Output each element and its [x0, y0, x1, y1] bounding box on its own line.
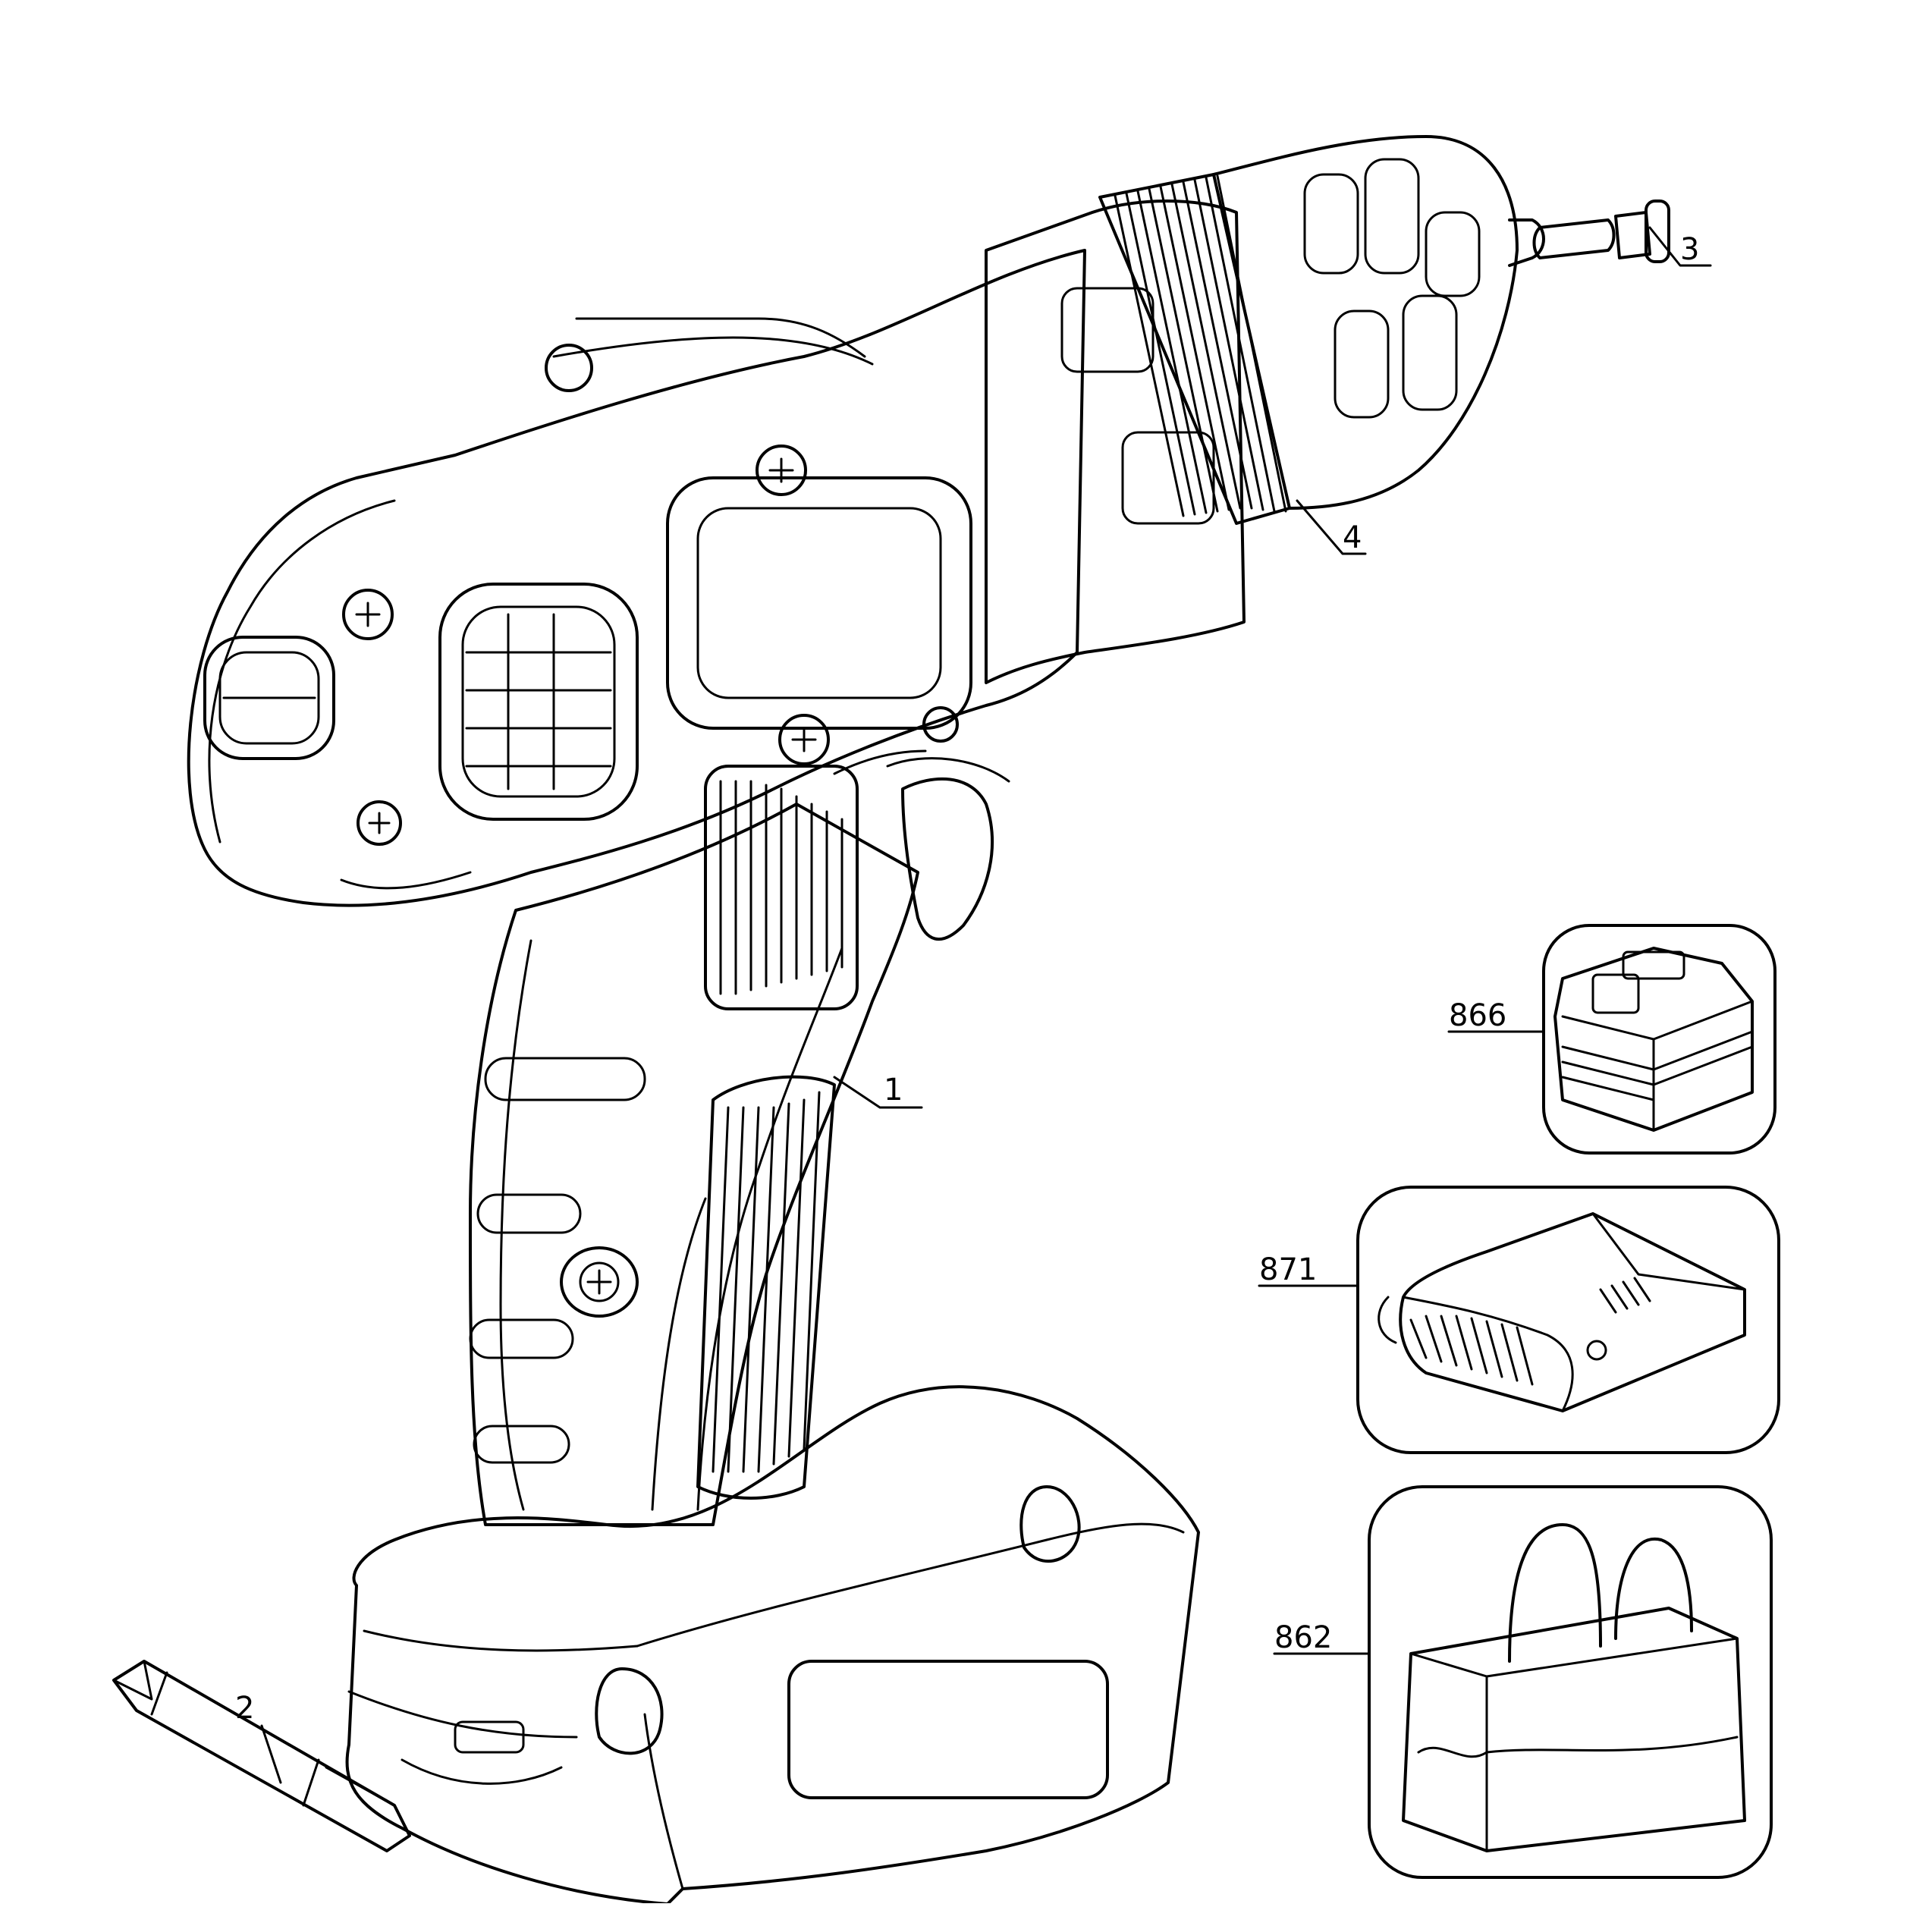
foot-label [787, 1660, 1109, 1799]
callout-label-chuck: 4 [1343, 520, 1362, 555]
gear-housing [985, 199, 1246, 684]
callout-label-battery: 866 [1449, 998, 1506, 1033]
handle [469, 803, 919, 1526]
screw-icon [357, 800, 402, 846]
chuck [1098, 135, 1545, 525]
drill-body [187, 199, 1246, 1905]
charger-frame [1356, 1186, 1780, 1454]
callout-label-chuck-key: 3 [1680, 232, 1699, 267]
trigger [901, 777, 994, 941]
side-vent [438, 583, 639, 821]
charger [1356, 1186, 1780, 1454]
screw-icon [560, 1246, 639, 1318]
screw-icon [922, 706, 959, 743]
callout-label-bag: 862 [1274, 1620, 1332, 1655]
knurl-lines [1114, 174, 1287, 517]
bag-frame [1368, 1485, 1773, 1879]
callout-label-drill: 1 [884, 1073, 903, 1107]
battery-foot [345, 1385, 1200, 1905]
battery-pack [1542, 924, 1776, 1155]
callout-leaders [260, 226, 1712, 1784]
screw-icon [778, 714, 830, 765]
screw-icon [545, 344, 593, 392]
callout-label-bit: 2 [235, 1691, 254, 1726]
carry-bag [1368, 1485, 1773, 1879]
motor-housing [187, 249, 1086, 907]
screw-icon [756, 445, 807, 496]
grip-ribs [719, 780, 843, 995]
label-window [666, 476, 972, 730]
callout-label-charger: 871 [1259, 1252, 1317, 1287]
rear-vent [203, 636, 335, 760]
battery-frame [1542, 924, 1776, 1155]
chuck-key-screw [1532, 199, 1670, 263]
screw-icon [342, 589, 394, 640]
screwdriver-bit [112, 1660, 411, 1852]
